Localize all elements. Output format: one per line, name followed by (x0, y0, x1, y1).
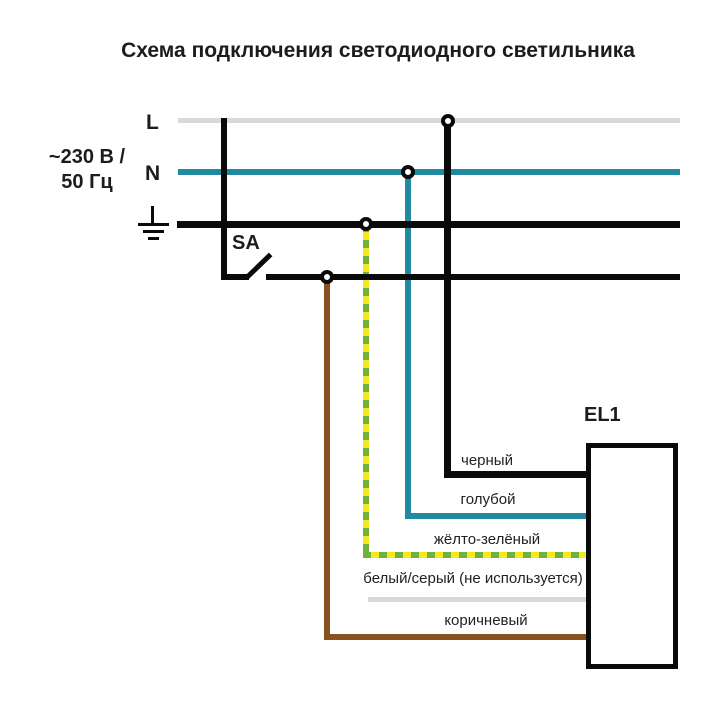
blue-wire-vertical (405, 169, 411, 519)
blue-wire-horizontal (405, 513, 594, 519)
ground-symbol-bar-short (148, 237, 159, 240)
voltage-line1: ~230 В / (48, 146, 126, 168)
neutral-bus-label: N (145, 162, 161, 185)
junction-dot-switched (320, 270, 334, 284)
phase-bus-wire (178, 118, 680, 123)
ground-symbol-bar-long (138, 223, 169, 226)
brown-wire-vertical (324, 274, 330, 640)
yellow-green-wire-vertical (363, 224, 369, 558)
luminaire-label: EL1 (584, 404, 621, 426)
ground-symbol-bar-mid (143, 230, 164, 233)
black-wire-vertical (444, 118, 451, 478)
yellow-green-wire-label: жёлто-зелёный (433, 531, 541, 548)
white-gray-wire-horizontal (368, 597, 594, 602)
brown-wire-label: коричневый (444, 612, 528, 629)
diagram-title: Схема подключения светодиодного светильн… (121, 39, 635, 62)
pe-bus-wire (177, 221, 680, 228)
junction-dot-phase (441, 114, 455, 128)
voltage-label: ~230 В / 50 Гц (49, 145, 125, 195)
brown-wire-horizontal (324, 634, 594, 640)
voltage-line2: 50 Гц (61, 171, 113, 193)
black-wire-label: черный (461, 452, 513, 469)
white-gray-wire-label: белый/серый (не используется) (363, 570, 583, 587)
switched-line-wire (266, 274, 680, 280)
junction-dot-neutral (401, 165, 415, 179)
switch-label: SA (232, 232, 260, 254)
switch-feed-wire-vertical (221, 118, 227, 280)
yellow-green-wire-horizontal (363, 552, 594, 558)
luminaire-box (586, 443, 678, 669)
black-wire-horizontal (444, 471, 594, 478)
switch-stub-wire (221, 274, 249, 280)
junction-dot-pe (359, 217, 373, 231)
ground-symbol-stem (151, 206, 154, 224)
neutral-bus-wire (178, 169, 680, 175)
phase-bus-label: L (146, 111, 159, 134)
blue-wire-label: голубой (460, 491, 516, 508)
